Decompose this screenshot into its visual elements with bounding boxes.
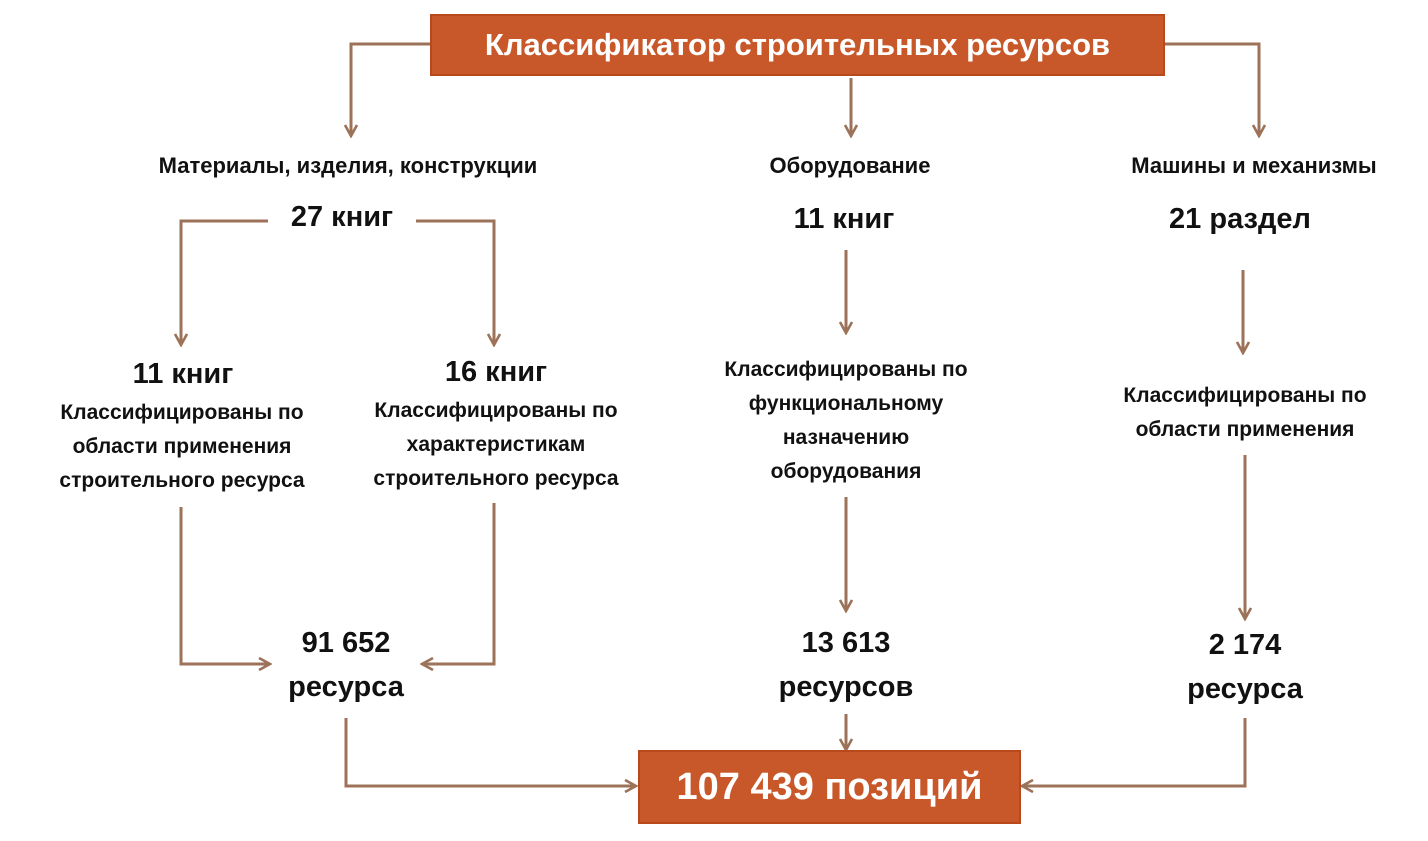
machines-count: 21 раздел (1169, 203, 1311, 235)
machines-description: Классифицированы по области применения (1123, 384, 1367, 441)
arrow-materials-total-to-bottom (344, 718, 636, 786)
materials-right-count: 16 книг (444, 356, 548, 388)
materials-total: 91 652 ресурса (246, 621, 446, 709)
machines-total-unit: ресурса (1187, 673, 1303, 705)
top-box: Классификатор строительных ресурсов (430, 14, 1165, 76)
top-box-label: Классификатор строительных ресурсов (484, 27, 1111, 62)
equipment-total-number: 13 613 (801, 627, 891, 659)
materials-left-count: 11 книг (132, 358, 234, 390)
machines-title: Машины и механизмы (1131, 153, 1377, 178)
equipment-description: Классифицированы по функциональному назн… (724, 358, 968, 483)
arrow-materials-to-left (181, 219, 268, 345)
bottom-box: 107 439 позиций (638, 750, 1021, 824)
equipment-title: Оборудование (769, 153, 931, 178)
arrow-machines-total-to-bottom (1022, 718, 1247, 786)
equipment-total-unit: ресурсов (778, 671, 914, 703)
equipment-count: 11 книг (793, 203, 895, 235)
equipment-total: 13 613 ресурсов (746, 621, 946, 709)
materials-right-description: Классифицированы по характеристикам стро… (373, 399, 619, 490)
bottom-box-label: 107 439 позиций (676, 765, 983, 808)
machines-total: 2 174 ресурса (1145, 623, 1345, 711)
arrow-right-to-total (422, 503, 496, 664)
arrow-top-to-materials (351, 42, 430, 136)
materials-left-description: Классифицированы по области применения с… (59, 401, 305, 492)
arrow-left-to-total (179, 507, 270, 664)
materials-title: Материалы, изделия, конструкции (158, 153, 538, 178)
arrow-materials-to-right (416, 219, 494, 345)
materials-count: 27 книг (290, 201, 394, 233)
arrow-top-to-machines (1165, 42, 1259, 136)
machines-total-number: 2 174 (1208, 629, 1282, 661)
materials-total-unit: ресурса (288, 671, 404, 703)
materials-total-number: 91 652 (301, 627, 391, 659)
